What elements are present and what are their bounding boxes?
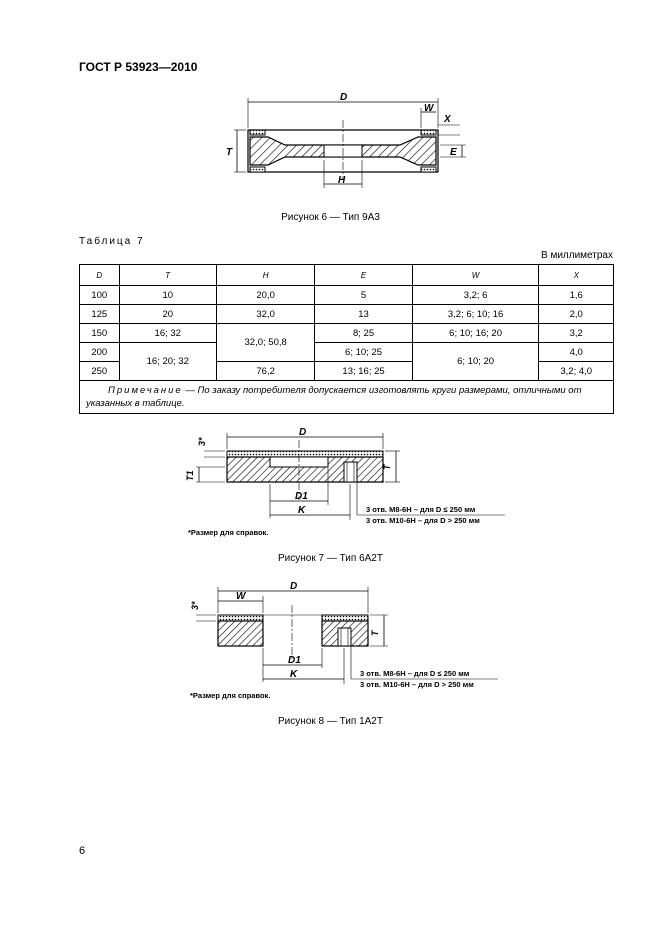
fig8-label-D: D (290, 581, 297, 592)
figure-7-caption: Рисунок 7 — Тип 6А2Т (278, 553, 383, 564)
fig8-label-X: 3* (190, 601, 200, 610)
fig7-label-K: K (298, 505, 306, 516)
table-header-row: D T H E W X (79, 264, 614, 286)
cell: 76,2 (215, 361, 316, 381)
cell: 4,0 (538, 342, 614, 362)
cell: 16; 20; 32 (118, 342, 217, 381)
fig8-label-D1: D1 (288, 655, 301, 666)
fig7-label-X: 3* (197, 437, 207, 446)
cell: 200 (79, 342, 120, 362)
fig7-label-T: T (382, 463, 392, 470)
col-header: X (538, 264, 614, 286)
cell: 150 (79, 323, 120, 343)
fig8-label-K: K (290, 669, 298, 680)
fig6-label-W: W (424, 103, 435, 114)
fig6-label-X: X (443, 114, 452, 125)
col-header: W (411, 264, 540, 286)
table-note: Примечание — По заказу потребителя допус… (79, 380, 614, 414)
cell: 6; 10; 25 (314, 342, 413, 362)
cell: 16; 32 (118, 323, 217, 343)
figure-8-caption: Рисунок 8 — Тип 1А2Т (278, 716, 383, 727)
fig6-label-D: D (340, 92, 347, 103)
cell: 250 (79, 361, 120, 381)
table-units: В миллиметрах (541, 250, 613, 261)
fig6-label-T: T (226, 147, 233, 158)
cell: 32,0 (215, 304, 316, 324)
cell: 3,2; 6; 10; 16 (411, 304, 540, 324)
table-row: 150 16; 32 32,0; 50,8 8; 25 6; 10; 16; 2… (79, 323, 614, 362)
table-row: 100 10 20,0 5 3,2; 6 1,6 (79, 285, 614, 305)
document-header: ГОСТ Р 53923—2010 (79, 60, 198, 74)
table-row: 200 16; 20; 32 6; 10; 25 6; 10; 20 4,0 (79, 342, 614, 381)
fig8-label-T: T (370, 629, 380, 636)
cell: 10 (118, 285, 217, 305)
col-header: D (79, 264, 120, 286)
figure-7-drawing: D 3* T1 T D1 K 3 отв. М8-6Н – для D ≤ 25… (185, 427, 505, 525)
cell: 2,0 (538, 304, 614, 324)
figure-8-drawing: D W 3* T D1 K 3 отв. М8-6Н – для D ≤ 250… (190, 581, 498, 689)
fig7-footnote: *Размер для справок. (188, 528, 269, 537)
table-note-row: Примечание — По заказу потребителя допус… (79, 380, 614, 414)
cell: 1,6 (538, 285, 614, 305)
cell: 13 (314, 304, 413, 324)
cell: 3,2 (538, 323, 614, 343)
cell: 125 (79, 304, 120, 324)
figure-6-caption: Рисунок 6 — Тип 9А3 (281, 212, 380, 223)
page-number: 6 (79, 845, 86, 857)
cell: 8; 25 (314, 323, 413, 343)
fig8-callout-1: 3 отв. М8-6Н – для D ≤ 250 мм (360, 669, 470, 678)
table-row: 125 20 32,0 13 3,2; 6; 10; 16 2,0 (79, 304, 614, 324)
cell: 32,0; 50,8 (215, 323, 316, 362)
cell: 13; 16; 25 (314, 361, 413, 381)
fig8-footnote: *Размер для справок. (190, 691, 271, 700)
fig6-label-E: E (450, 147, 457, 158)
cell: 20 (118, 304, 217, 324)
fig6-label-H: H (338, 175, 346, 186)
cell: 5 (314, 285, 413, 305)
cell: 3,2; 6 (411, 285, 540, 305)
note-label: Примечание (108, 385, 183, 396)
table-row: 250 76,2 13; 16; 25 3,2; 4,0 (79, 361, 614, 381)
figure-6-drawing: D W X T E H (226, 92, 466, 188)
fig7-label-T1: T1 (185, 470, 195, 481)
fig7-label-D1: D1 (295, 491, 308, 502)
cell: 20,0 (215, 285, 316, 305)
note-text: — По заказу потребителя допускается изго… (86, 385, 582, 409)
fig7-label-D: D (299, 427, 306, 438)
fig8-callout-2: 3 отв. М10-6Н – для D > 250 мм (360, 680, 474, 689)
fig8-label-W: W (236, 591, 247, 602)
cell: 100 (79, 285, 120, 305)
col-header: H (215, 264, 316, 286)
cell: 6; 10; 16; 20 (411, 323, 540, 343)
col-header: E (314, 264, 413, 286)
cell: 6; 10; 20 (411, 342, 540, 381)
dimensions-table: D T H E W X 100 10 20,0 5 3,2; 6 1,6 125… (79, 264, 614, 414)
fig7-callout-1: 3 отв. М8-6Н – для D ≤ 250 мм (366, 505, 476, 514)
table-title: Таблица 7 (79, 236, 145, 247)
col-header: T (118, 264, 217, 286)
fig7-callout-2: 3 отв. М10-6Н – для D > 250 мм (366, 516, 480, 525)
cell: 3,2; 4,0 (538, 361, 614, 381)
